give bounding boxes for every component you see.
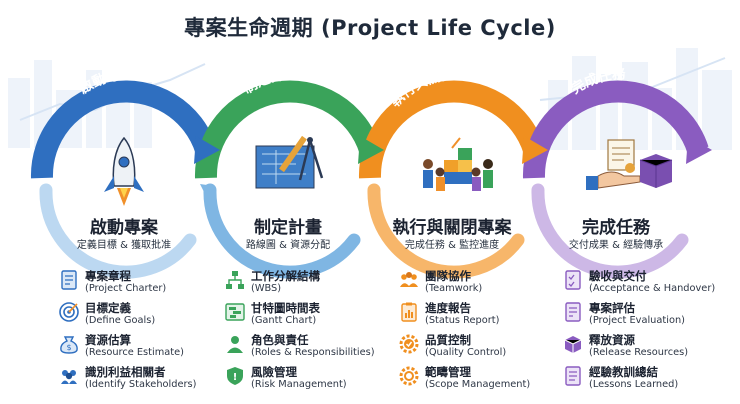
ring-4-bottom-arc (531, 183, 689, 279)
list-item: 專案評估 (Project Evaluation) (562, 298, 740, 330)
list-item: 團隊協作 (Teamwork) (398, 266, 578, 298)
list-item: 品質控制 (Quality Control) (398, 330, 578, 362)
phase-title-initiate: 啟動專案 (90, 218, 158, 238)
evaluation-icon (565, 302, 581, 322)
ring-2-top-arc (194, 80, 381, 179)
svg-text:$: $ (66, 343, 71, 352)
target-icon (59, 302, 79, 322)
list-item: 釋放資源 (Release Resources) (562, 330, 740, 362)
list-item: $ 資源估算 (Resource Estimate) (58, 330, 238, 362)
list-item: 目標定義 (Define Goals) (58, 298, 238, 330)
person-roles-icon (227, 336, 243, 353)
list-item: 專案章程 (Project Charter) (58, 266, 238, 298)
rocket-icon (104, 136, 144, 206)
list-item: 範疇管理 (Scope Management) (398, 362, 578, 394)
gantt-icon (225, 303, 245, 321)
phase-subtitle-plan: 路線圖 & 資源分配 (245, 240, 331, 251)
team-icon (400, 272, 418, 287)
handover-icon (586, 139, 673, 190)
money-bag-icon: $ (60, 336, 78, 354)
list-item: 進度報告 (Status Report) (398, 298, 578, 330)
page-title: 專案生命週期 (Project Life Cycle) (184, 16, 556, 40)
phase-title-execute: 執行與關閉專案 (392, 218, 512, 238)
phase-title-plan: 制定計畫 (254, 218, 322, 238)
phase-subtitle-execute: 完成任務 & 監控進度 (404, 240, 500, 251)
ring-2-back-arrow-icon (200, 184, 214, 196)
ring-2-arrow-icon (358, 136, 384, 164)
phase-subtitle-complete: 交付成果 & 經驗傳承 (568, 240, 664, 251)
initiate-items-list: 專案章程 (Project Charter) 目標定義 (Define Goal… (58, 266, 238, 394)
svg-text:!: ! (233, 372, 238, 383)
ring-2-bottom-arc (203, 183, 361, 279)
ring-3-bottom-arc (367, 183, 525, 279)
list-item: 工作分解結構 (WBS) (224, 266, 404, 298)
hierarchy-icon (226, 271, 244, 289)
ring-4-arrow-icon (686, 136, 712, 164)
team-building-icon (423, 137, 493, 191)
people-icon (61, 370, 77, 384)
list-item: 識別利益相關者 (Identify Stakeholders) (58, 362, 238, 394)
list-item: 角色與責任 (Roles & Responsibilities) (224, 330, 404, 362)
ring-4-top-arc (522, 80, 709, 179)
box-icon (564, 336, 582, 353)
checklist-icon (565, 270, 581, 290)
list-item: 經驗教訓總結 (Lessons Learned) (562, 362, 740, 394)
document-icon (61, 270, 77, 290)
scope-gear-icon (399, 366, 419, 386)
ring-3-arrow-icon (522, 136, 548, 164)
ring-1-arrow-icon (194, 136, 220, 164)
blueprint-compass-icon (255, 135, 324, 189)
ring-1-bottom-arc (39, 183, 197, 279)
phase-subtitle-initiate: 定義目標 & 獲取批准 (76, 240, 172, 251)
list-item: 驗收與交付 (Acceptance & Handover) (562, 266, 740, 298)
list-item: ! 風險管理 (Risk Management) (224, 362, 404, 394)
shield-icon: ! (227, 367, 243, 385)
clipboard-icon (401, 302, 417, 322)
phase-title-complete: 完成任務 (582, 218, 650, 238)
notes-icon (565, 366, 581, 386)
ring-1-top-arc (30, 80, 217, 179)
plan-items-list: 工作分解結構 (WBS) 甘特圖時間表 (Gantt Chart) 角色與責任 … (224, 266, 404, 394)
complete-items-list: 驗收與交付 (Acceptance & Handover) 專案評估 (Proj… (562, 266, 740, 394)
gear-check-icon (399, 334, 419, 354)
list-item: 甘特圖時間表 (Gantt Chart) (224, 298, 404, 330)
execute-items-list: 團隊協作 (Teamwork) 進度報告 (Status Report) 品質控… (398, 266, 578, 394)
ring-3-top-arc (358, 80, 545, 179)
